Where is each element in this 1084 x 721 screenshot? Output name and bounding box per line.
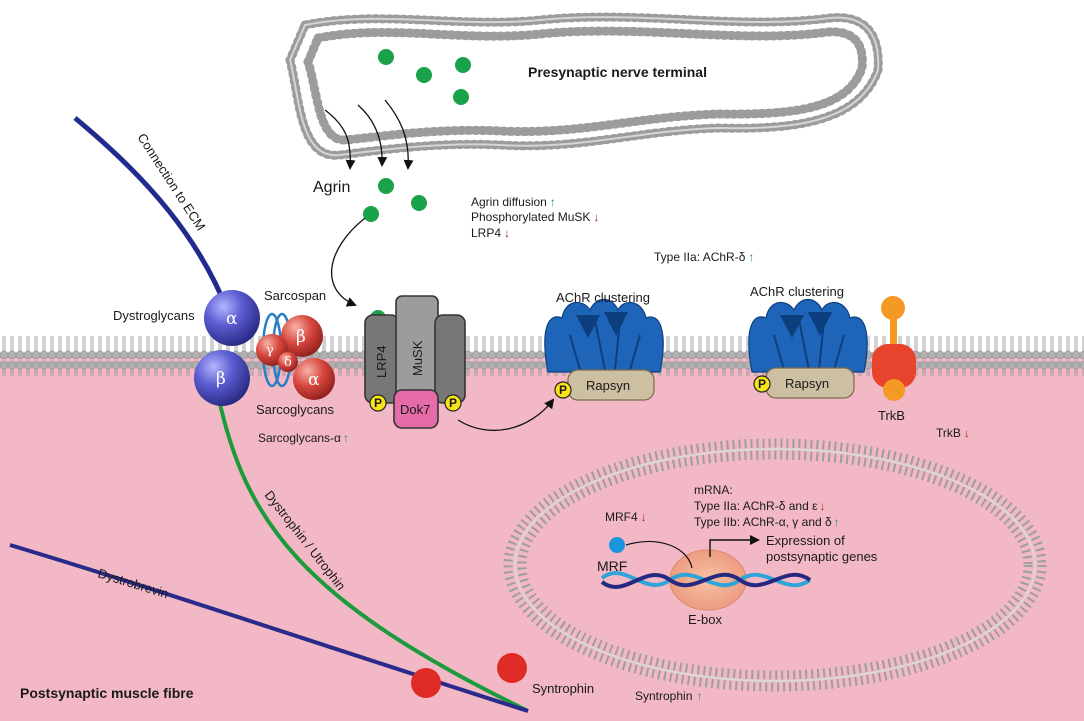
dystroglycan-alpha <box>204 290 260 346</box>
mrna-label: mRNA: <box>694 483 733 497</box>
svg-text:Rapsyn: Rapsyn <box>586 378 630 393</box>
dystroglycans-label: Dystroglycans <box>113 308 195 323</box>
svg-text:P: P <box>758 377 766 391</box>
dystroglycan-complex: α β <box>194 290 260 406</box>
agrin-diffusion-change: Agrin diffusion↑ <box>471 195 556 209</box>
sarcoglycan-complex: β γ δ α <box>256 315 335 400</box>
musk-label: MuSK <box>410 340 425 376</box>
agrin-dot <box>411 195 427 211</box>
svg-text:Rapsyn: Rapsyn <box>785 376 829 391</box>
sarcoglycans-label: Sarcoglycans <box>256 402 335 417</box>
mrf-dot <box>609 537 625 553</box>
trkb-receptor <box>872 296 916 401</box>
syntrophin-change-label: Syntrophin↑ <box>635 689 702 703</box>
beta-symbol: β <box>216 369 226 389</box>
agrin-release-arrows <box>324 99 414 307</box>
lrp4-musk-dok7-complex: LRP4 MuSK Dok7 P P <box>364 295 466 429</box>
dystrobrevin-line <box>9 543 529 713</box>
lrp4-label: LRP4 <box>374 345 389 378</box>
phospho-dot <box>444 394 462 412</box>
svg-text:β: β <box>296 327 306 347</box>
type2b-mrna-change: Type IIb: AChR-α, γ and δ↑ <box>694 515 840 529</box>
agrin-dot <box>455 57 471 73</box>
phospho-dot <box>554 381 572 399</box>
achr-clustering-label-2: AChR clustering <box>750 284 844 299</box>
expression-arrow <box>709 535 760 557</box>
agrin-dot <box>378 178 394 194</box>
agrin-dot <box>363 206 379 222</box>
svg-text:P: P <box>374 396 382 410</box>
agrin-dot <box>378 49 394 65</box>
sarcoglycan-alpha <box>293 358 335 400</box>
postsynaptic-label: Postsynaptic muscle fibre <box>20 685 194 701</box>
dna-strand <box>600 572 812 589</box>
sarcospan-label: Sarcospan <box>264 288 326 303</box>
postsynaptic-membrane <box>0 336 1084 376</box>
musk-to-rapsyn-arrow <box>457 398 555 432</box>
expression-label-2: postsynaptic genes <box>766 549 878 564</box>
muscle-cytoplasm <box>0 356 1084 721</box>
sarcoglycan-delta <box>278 352 298 372</box>
ecm-connection-line <box>73 116 231 313</box>
syntrophin-dot <box>497 653 527 683</box>
alpha-symbol: α <box>226 309 238 329</box>
phosphorylated-musk-change: Phosphorylated MuSK↓ <box>471 210 599 224</box>
agrin-dot <box>453 89 469 105</box>
trkb-label: TrkB <box>878 408 905 423</box>
phospho-dot <box>369 394 387 412</box>
svg-text:α: α <box>308 370 320 390</box>
dystroglycan-beta <box>194 350 250 406</box>
presynaptic-membrane <box>285 12 883 160</box>
trkb-change: TrkB↓ <box>936 426 970 440</box>
sarcoglycans-alpha-change: Sarcoglycans-α↑ <box>258 431 349 445</box>
achr-cluster-2: Rapsyn P <box>748 298 868 399</box>
svg-text:P: P <box>449 396 457 410</box>
expression-label-1: Expression of <box>766 533 845 548</box>
mrf4-change: MRF4↓ <box>605 510 647 524</box>
achr-cluster-1: Rapsyn P <box>544 298 664 401</box>
svg-text:P: P <box>559 383 567 397</box>
nucleus-envelope <box>503 438 1047 692</box>
agrin-label: Agrin <box>313 179 350 196</box>
phospho-dot <box>753 375 771 393</box>
ebox-label: E-box <box>688 612 722 627</box>
agrin-dot <box>416 67 432 83</box>
syntrophin-dot <box>411 668 441 698</box>
mrf-binding-arrow <box>625 541 693 569</box>
sarcoglycan-beta <box>281 315 323 357</box>
dystrophin-line <box>216 394 529 713</box>
svg-text:γ: γ <box>266 343 274 358</box>
mrf-label: MRF <box>597 558 627 574</box>
achr-clustering-label-1: AChR clustering <box>556 290 650 305</box>
lrp4-change: LRP4↓ <box>471 226 510 240</box>
presynaptic-label: Presynaptic nerve terminal <box>528 64 707 80</box>
syntrophin-label: Syntrophin <box>532 681 594 696</box>
svg-text:δ: δ <box>284 355 292 370</box>
type2a-mrna-change: Type IIa: AChR-δ and ε↓ <box>694 499 825 513</box>
musk-block-right <box>434 314 466 404</box>
type2a-achr-change: Type IIa: AChR-δ↑ <box>654 250 754 264</box>
dok7-label: Dok7 <box>400 402 430 417</box>
dok7-block <box>393 389 439 429</box>
